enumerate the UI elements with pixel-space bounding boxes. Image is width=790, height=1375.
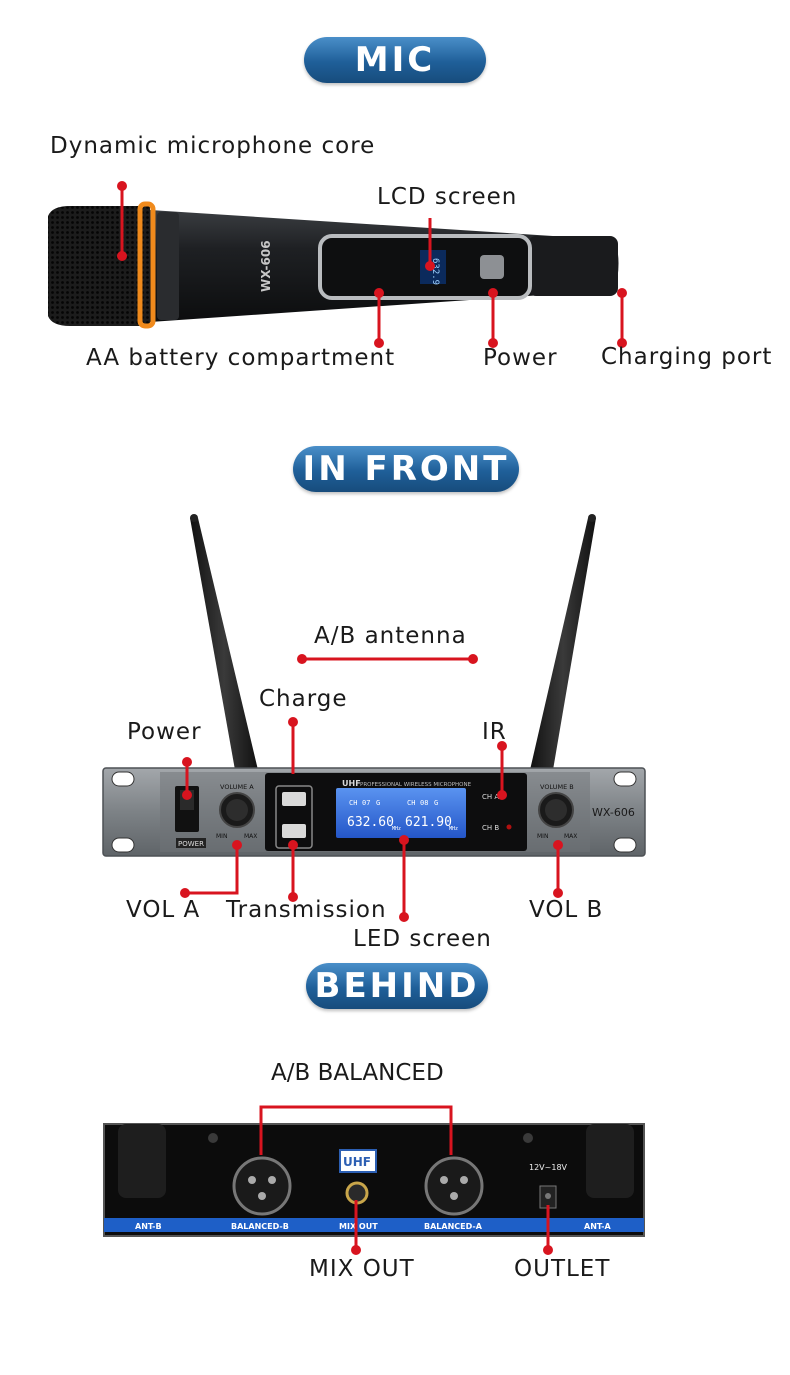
label-mix-out: MIX OUT [309,1256,415,1282]
lcd-left-freq: 632.60 [347,815,394,830]
label-ab-balanced: A/B BALANCED [271,1060,444,1086]
strip-balanced-a: BALANCED-A [424,1222,483,1231]
strip-ant-a: ANT-A [584,1222,611,1231]
vol-a-max-text: MAX [244,833,257,840]
vol-b-max-text: MAX [564,833,577,840]
label-charging-port: Charging port [601,344,773,370]
label-lcd-screen: LCD screen [377,184,518,210]
front-model-text: WX-606 [592,806,635,819]
lcd-right-g: G [434,799,438,807]
mic-lcd-digits: 632.9 [430,258,440,285]
label-ab-antenna: A/B antenna [314,623,467,649]
front-brand-sub-text: PROFESSIONAL WIRELESS MICROPHONE [360,782,472,788]
voltage-text: 12V~18V [529,1163,568,1172]
lcd-left-num: 07 [362,799,370,807]
label-transmission: Transmission [226,897,387,923]
label-vol-b: VOL B [529,897,604,923]
section-title-in-front: IN FRONT [293,446,519,492]
microphone: 632.9 WX-606 [48,201,619,329]
section-title-behind: BEHIND [306,963,488,1009]
ch-a-text: CH A [482,793,499,801]
label-charge: Charge [259,686,348,712]
label-led-screen: LED screen [353,926,492,952]
callout-lines [117,181,627,1255]
label-ir: IR [482,719,507,745]
lcd-left-unit: MHz [392,826,401,832]
lcd-right-ch: CH [407,799,415,807]
receiver-back: UHF 12V~18V ANT-B BALANCED-B MIX OUT BAL… [103,1123,645,1237]
label-dynamic-core: Dynamic microphone core [50,133,376,159]
volume-b-text: VOLUME B [540,783,574,791]
label-outlet: OUTLET [514,1256,611,1282]
volume-a-text: VOLUME A [220,783,254,791]
lcd-left-ch: CH [349,799,357,807]
strip-ant-b: ANT-B [135,1222,162,1231]
vol-b-min-text: MIN [537,833,548,840]
section-title-mic: MIC [304,37,486,83]
strip-mix-out: MIX OUT [339,1222,378,1231]
back-uhf-badge: UHF [343,1155,371,1169]
front-brand-text: UHF [342,779,361,788]
lcd-left-g: G [376,799,380,807]
power-tag-text: POWER [178,840,204,848]
lcd-right-freq: 621.90 [405,815,452,830]
vol-a-min-text: MIN [216,833,227,840]
ch-b-text: CH B [482,824,499,832]
lcd-right-unit: MHz [449,826,458,832]
label-aa-battery: AA battery compartment [86,345,396,371]
label-vol-a: VOL A [126,897,201,923]
mic-model-text: WX-606 [259,240,273,292]
receiver-front: POWER VOLUME A MIN MAX UHF PROFESSIONAL … [102,514,646,857]
lcd-right-num: 08 [420,799,428,807]
label-front-power: Power [127,719,202,745]
label-mic-power: Power [483,345,558,371]
strip-balanced-b: BALANCED-B [231,1222,289,1231]
